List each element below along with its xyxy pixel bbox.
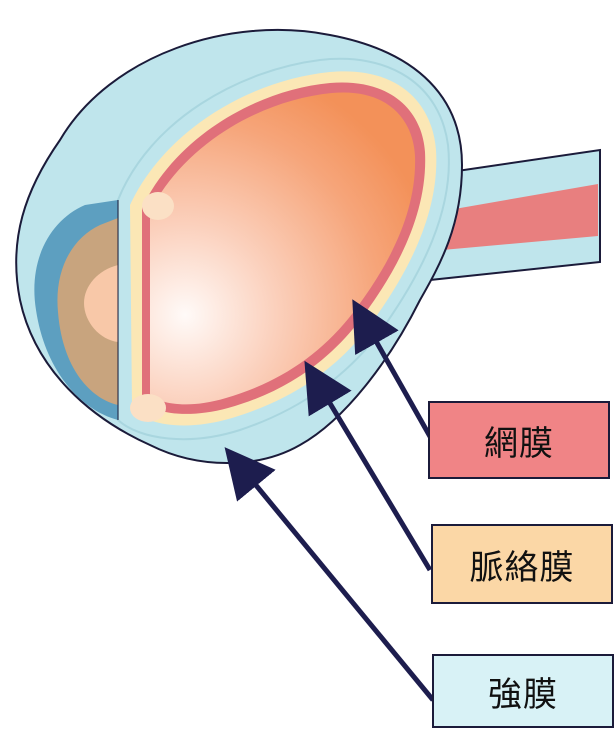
arrow-choroid [325,395,430,570]
lens-upper [142,192,174,220]
label-choroid: 脈絡膜 [431,524,613,604]
label-sclera: 強膜 [432,654,614,728]
label-retina: 網膜 [428,401,610,479]
lens-lower [130,394,166,422]
arrow-retina [372,334,432,440]
arrow-sclera [250,478,433,700]
